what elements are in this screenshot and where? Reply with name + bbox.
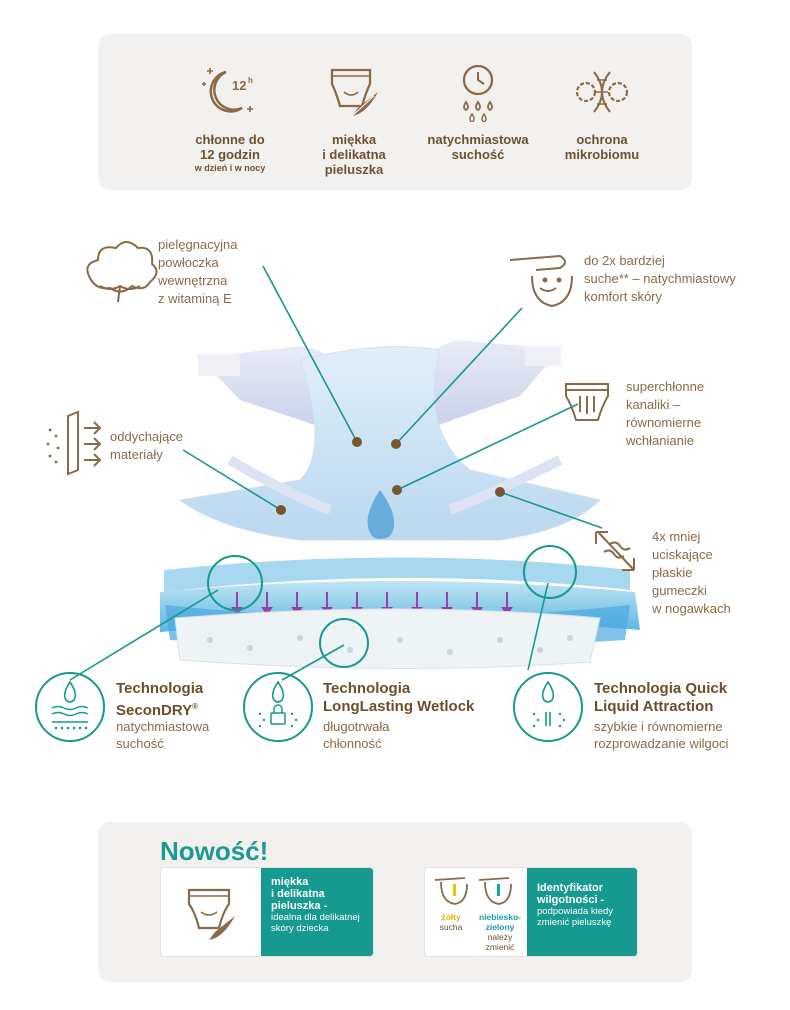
hand-face-icon bbox=[509, 254, 573, 308]
diaper-channels-icon bbox=[565, 383, 609, 421]
diaper-feather-icon bbox=[330, 68, 378, 117]
callout-elastic: 4x mniej uciskające płaskie gumeczki w n… bbox=[652, 529, 731, 616]
secondry-badge bbox=[35, 672, 105, 742]
feature-absorbent: 12 h chłonne do 12 godzin w dzień i w no… bbox=[160, 34, 300, 173]
cotton-icon bbox=[86, 241, 158, 303]
right-tab bbox=[525, 346, 561, 366]
tech-quick-title: Technologia Quick Liquid Attraction bbox=[594, 680, 728, 715]
zoom-circles bbox=[207, 545, 577, 668]
new-heading: Nowość! bbox=[160, 836, 269, 866]
card-soft-diaper: miękka i delikatna pieluszka - idealna d… bbox=[160, 867, 374, 957]
wetness-faces-icon bbox=[434, 877, 512, 905]
card-description: idealna dla delikatnej skóry dziecka bbox=[271, 912, 360, 934]
backsheet-layer bbox=[174, 608, 601, 670]
card-wetness-indicator: żółty sucha niebiesko- zielony należy zm… bbox=[424, 867, 638, 957]
card-title: miękka i delikatna pieluszka - bbox=[271, 876, 328, 912]
liquid-drop bbox=[367, 490, 395, 539]
elastic-arrows-icon bbox=[595, 531, 635, 571]
feature-microbiome: ochrona mikrobiomu bbox=[532, 34, 672, 162]
blue-green-label: niebiesko- zielony należy zmienić bbox=[478, 912, 522, 952]
callout-dots bbox=[276, 437, 505, 515]
feature-subtitle: w dzień i w nocy bbox=[194, 163, 266, 173]
callout-channels: superchłonne kanaliki – równomierne wchł… bbox=[626, 379, 705, 448]
card-title: Identyfikator wilgotności - bbox=[537, 882, 605, 906]
callout-coating: pielęgnacyjna powłoczka wewnętrzna z wit… bbox=[158, 237, 238, 306]
tech-secondry-title: Technologia SeconDRY® bbox=[116, 680, 204, 719]
quick-liquid-badge bbox=[513, 672, 583, 742]
svg-text:12: 12 bbox=[232, 78, 246, 93]
callout-breathable: oddychające materiały bbox=[110, 429, 183, 462]
tech-quick-desc: szybkie i równomierne rozprowadzanie wil… bbox=[594, 719, 729, 751]
card-text-area: miękka i delikatna pieluszka - idealna d… bbox=[261, 868, 373, 956]
svg-text:h: h bbox=[248, 76, 253, 85]
tech-wetlock-desc: długotrwała chłonność bbox=[323, 719, 390, 751]
feature-dryness: natychmiastowa suchość bbox=[408, 34, 548, 162]
top-layer bbox=[164, 557, 630, 592]
card-icon-area bbox=[161, 868, 261, 956]
card-text-area: Identyfikator wilgotności - podpowiada k… bbox=[527, 868, 637, 956]
breathable-icon bbox=[46, 410, 102, 476]
diaper-illustration bbox=[35, 241, 640, 742]
new-features-panel: Nowość! miękka i delikatna pieluszka - i… bbox=[98, 822, 692, 982]
diaper-feather-icon bbox=[187, 888, 235, 940]
features-panel: 12 h chłonne do 12 godzin w dzień i w no… bbox=[98, 34, 692, 190]
left-tab bbox=[198, 354, 240, 376]
tech-wetlock-title: Technologia LongLasting Wetlock bbox=[323, 680, 475, 715]
card-icon-area: żółty sucha niebiesko- zielony należy zm… bbox=[425, 868, 527, 956]
tech-secondry-desc: natychmiastowa suchość bbox=[116, 719, 210, 751]
feature-title: miękka i delikatna pieluszka bbox=[322, 132, 386, 177]
feature-soft: miękka i delikatna pieluszka bbox=[284, 34, 424, 177]
backsheet-texture bbox=[207, 635, 573, 655]
feature-title: ochrona mikrobiomu bbox=[564, 132, 640, 162]
feature-title: natychmiastowa suchość bbox=[427, 132, 529, 162]
moon-12h-icon: 12 h bbox=[202, 68, 253, 113]
card-description: podpowiada kiedy zmienić pieluszkę bbox=[537, 906, 614, 928]
wetlock-badge bbox=[243, 672, 313, 742]
callout-dryness: do 2x bardziej suche** – natychmiastowy … bbox=[584, 253, 736, 304]
clock-drops-icon bbox=[462, 64, 494, 122]
feature-title: chłonne do 12 godzin bbox=[195, 132, 265, 162]
dna-gears-icon bbox=[575, 71, 629, 113]
yellow-label: żółty sucha bbox=[439, 912, 463, 932]
diaper-diagram: pielęgnacyjna powłoczka wewnętrzna z wit… bbox=[0, 200, 790, 800]
